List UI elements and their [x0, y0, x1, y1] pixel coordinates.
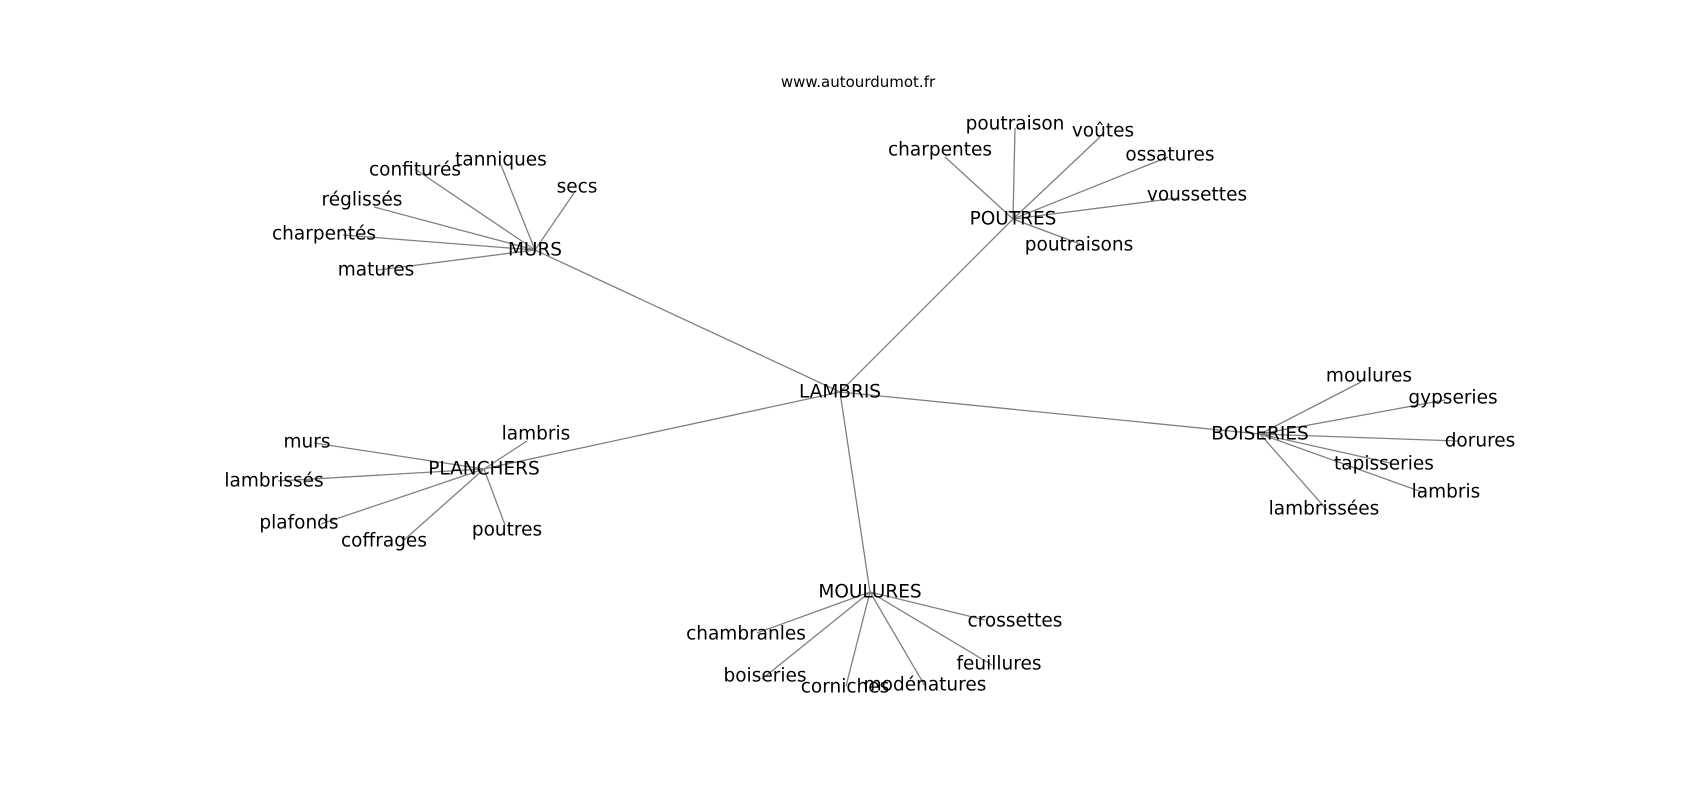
hub-node-label: BOISERIES — [1211, 424, 1309, 445]
edge-moulures-hub-leaf — [869, 591, 926, 687]
edge-boiseries-hub-leaf — [1259, 433, 1423, 493]
leaf-node-label: voûtes — [1072, 121, 1134, 142]
leaf-node-label: gypseries — [1408, 388, 1497, 409]
leaf-node-label: ossatures — [1125, 145, 1214, 166]
edge-poutres-hub-leaf — [1012, 197, 1179, 220]
edge-boiseries-hub-leaf — [1259, 399, 1446, 435]
edge-moulures-hub-leaf — [845, 591, 871, 687]
edge-moulures-hub-leaf — [869, 591, 986, 621]
edge-root-moulures-hub — [839, 391, 871, 593]
leaf-node-label: matures — [338, 260, 415, 281]
leaf-node-label: dorures — [1445, 431, 1516, 452]
root-node-label: LAMBRIS — [799, 382, 881, 403]
leaf-node-label: plafonds — [259, 513, 338, 534]
leaf-node-label: charpentes — [888, 140, 992, 161]
edge-boiseries-hub-leaf — [1259, 433, 1459, 442]
edge-poutres-hub-leaf — [1012, 218, 1081, 245]
edge-root-boiseries-hub — [839, 391, 1261, 435]
leaf-node-label: poutraison — [966, 114, 1065, 135]
leaf-node-label: murs — [284, 432, 331, 453]
leaf-node-label: lambris — [502, 424, 571, 445]
leaf-node-label: réglissés — [322, 190, 403, 211]
edge-planchers-hub-leaf — [320, 468, 485, 525]
edge-poutres-hub-leaf — [1012, 156, 1169, 220]
edge-murs-hub-leaf — [414, 168, 536, 251]
edge-murs-hub-leaf — [500, 164, 536, 251]
edge-planchers-hub-leaf — [483, 440, 528, 470]
leaf-node-label: corniches — [801, 677, 890, 698]
leaf-node-label: chambranles — [686, 624, 806, 645]
leaf-node-label: charpentés — [272, 224, 376, 245]
edge-root-poutres-hub — [839, 218, 1014, 393]
edge-poutres-hub-leaf — [944, 156, 1014, 220]
leaf-node-label: secs — [557, 177, 598, 198]
leaf-node-label: feuillures — [957, 654, 1042, 675]
leaf-node-label: lambrissées — [1269, 499, 1380, 520]
edge-boiseries-hub-leaf — [1259, 433, 1391, 464]
leaf-node-label: boiseries — [724, 666, 807, 687]
leaf-node-label: coffrages — [341, 531, 427, 552]
edge-boiseries-hub-leaf — [1259, 381, 1362, 435]
leaf-node-label: lambris — [1412, 482, 1481, 503]
site-url: www.autourdumot.fr — [781, 73, 936, 91]
edge-planchers-hub-leaf — [277, 468, 485, 482]
edge-moulures-hub-leaf — [756, 591, 871, 634]
hub-node-label: POUTRES — [970, 209, 1057, 230]
edge-murs-hub-leaf — [377, 249, 536, 271]
edge-planchers-hub-leaf — [483, 468, 506, 526]
leaf-node-label: modénatures — [864, 675, 987, 696]
hub-node-label: MURS — [508, 240, 562, 261]
leaf-node-label: crossettes — [968, 611, 1063, 632]
leaf-node-label: tapisseries — [1334, 454, 1434, 475]
leaf-node-label: lambrissés — [224, 471, 323, 492]
edge-murs-hub-leaf — [342, 234, 536, 251]
leaf-node-label: confiturés — [369, 160, 461, 181]
leaf-node-label: tanniques — [455, 150, 547, 171]
edge-murs-hub-leaf — [373, 206, 536, 251]
edge-planchers-hub-leaf — [313, 442, 485, 470]
graph-edges — [277, 127, 1459, 687]
leaf-node-label: poutraisons — [1025, 235, 1133, 256]
edge-planchers-hub-leaf — [403, 468, 485, 541]
edge-moulures-hub-leaf — [761, 591, 871, 680]
edge-root-murs-hub — [534, 249, 841, 393]
edge-moulures-hub-leaf — [869, 591, 993, 666]
edge-murs-hub-leaf — [534, 192, 575, 251]
hub-node-label: MOULURES — [818, 582, 921, 603]
edge-poutres-hub-leaf — [1012, 127, 1016, 220]
edge-boiseries-hub-leaf — [1259, 433, 1328, 511]
hub-node-label: PLANCHERS — [428, 459, 540, 480]
leaf-node-label: poutres — [472, 520, 542, 541]
edge-root-planchers-hub — [483, 391, 841, 470]
edge-poutres-hub-leaf — [1012, 136, 1101, 220]
leaf-node-label: voussettes — [1147, 185, 1247, 206]
leaf-node-label: moulures — [1326, 366, 1412, 387]
